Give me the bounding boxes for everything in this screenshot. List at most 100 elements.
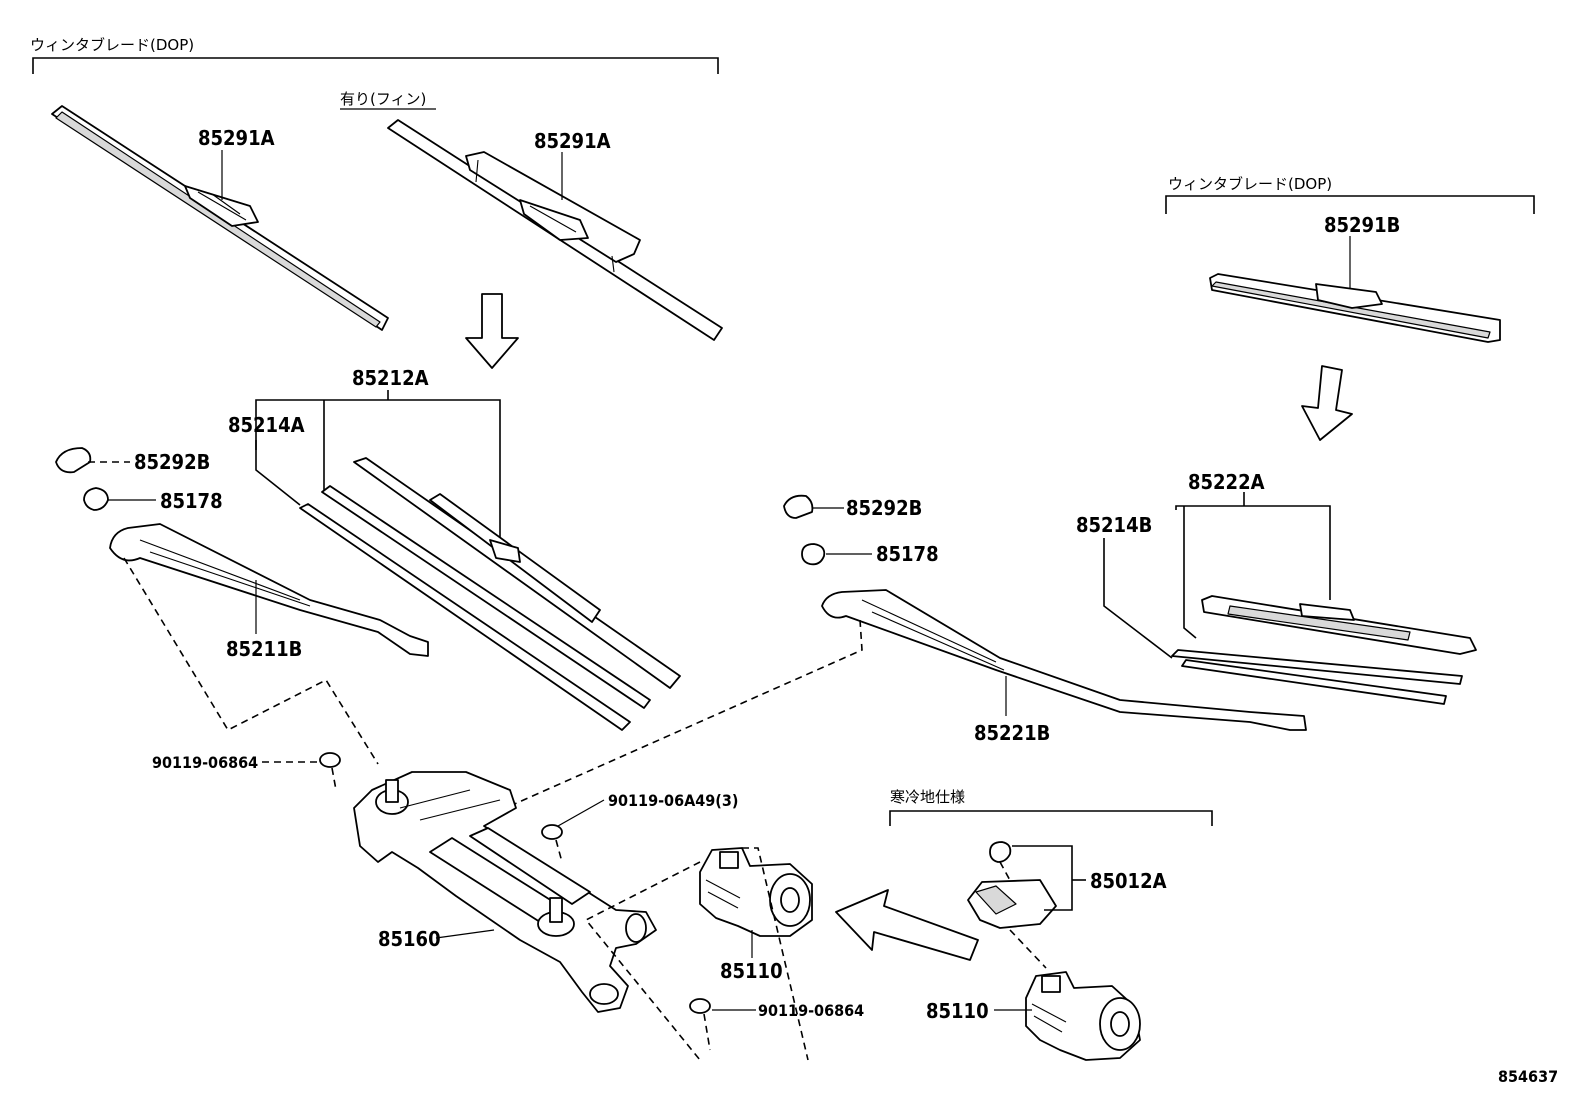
blade-85222A-cover xyxy=(1227,605,1411,641)
linkage-85160-grommet xyxy=(589,983,619,1005)
bolt-90119-06864-2 xyxy=(689,998,711,1051)
arm-85221B-detail xyxy=(861,599,1005,671)
refill-85214A xyxy=(299,485,651,731)
bolt-90119-06864-1-head xyxy=(319,752,341,768)
down-arrow-right xyxy=(1301,365,1353,441)
label-85212A: 85212A xyxy=(352,366,429,390)
arm-85211B-detail xyxy=(139,539,311,607)
winter-blade-dop-right-bracket xyxy=(1165,195,1535,214)
cold-climate-spec-header: 寒冷地仕様 xyxy=(890,788,965,806)
dashed-arm-right-to-linkage xyxy=(509,619,863,807)
winter-blade-right-clip xyxy=(1315,283,1383,309)
linkage-85160-detail xyxy=(399,789,501,821)
bolt-90119-06864-1 xyxy=(319,752,341,791)
label-85222A: 85222A xyxy=(1188,470,1265,494)
refill-85214B xyxy=(1171,649,1463,705)
label-85292B-2: 85292B xyxy=(846,496,922,520)
winter-blade-left-rubber xyxy=(55,111,381,328)
bracket-85012A xyxy=(1012,845,1073,911)
arm-85211B-body xyxy=(109,523,429,657)
bolt-90119-06A49-shank xyxy=(555,839,563,863)
fin-blade-detail xyxy=(475,159,615,273)
dashed-85012A-nut xyxy=(999,861,1013,885)
fin-blade-fin xyxy=(465,151,641,263)
blade-85212A-body xyxy=(353,457,681,689)
motor-85110-cold-detail xyxy=(1031,1003,1067,1033)
label-85160: 85160 xyxy=(378,927,441,951)
diagonal-arrow xyxy=(835,889,979,961)
leader-90119-06A49 xyxy=(557,799,605,827)
cover-85012A-vents xyxy=(975,885,1017,915)
figure-number: 854637 xyxy=(1498,1067,1558,1086)
linkage-85160-shaft-right xyxy=(549,897,563,923)
leader-85160 xyxy=(435,929,495,939)
bolt-90119-06864-2-head xyxy=(689,998,711,1014)
label-85110-1: 85110 xyxy=(720,959,783,983)
label-85292B-1: 85292B xyxy=(134,450,210,474)
nut-85178-right xyxy=(801,543,826,566)
refill-85214B-strip xyxy=(1171,649,1463,685)
winter-blade-dop-left-header: ウィンタブレード(DOP) xyxy=(30,36,194,54)
label-85178-1: 85178 xyxy=(160,489,223,513)
motor-85110-cold-hub xyxy=(1110,1011,1130,1037)
cold-climate-spec-bracket xyxy=(889,810,1213,826)
label-90119-06864-1: 90119-06864 xyxy=(152,753,258,772)
motor-85110-standard-hub xyxy=(780,887,800,913)
blade-85222A-clip xyxy=(1299,603,1355,621)
label-90119-06864-2: 90119-06864 xyxy=(758,1001,864,1020)
bracket-85212A xyxy=(255,399,501,540)
blade-85212A-clip xyxy=(489,539,521,563)
winter-blade-dop-left-bracket xyxy=(32,57,719,74)
bolt-90119-06864-2-shank xyxy=(703,1013,711,1051)
label-85291B: 85291B xyxy=(1324,213,1400,237)
with-fin-group: 有り(フィン) xyxy=(340,90,436,110)
winter-blade-left xyxy=(51,105,389,331)
blade-85212A xyxy=(353,457,681,689)
label-85291A-1: 85291A xyxy=(198,126,275,150)
refill-85214B-strip-2 xyxy=(1181,659,1447,705)
winter-blade-dop-left-group: ウィンタブレード(DOP) xyxy=(30,36,719,74)
cold-climate-spec-group: 寒冷地仕様 xyxy=(889,788,1213,826)
cap-85292B-right xyxy=(783,494,814,519)
label-85012A: 85012A xyxy=(1090,869,1167,893)
leader-85214A xyxy=(255,440,301,506)
dashed-motor-standard-left xyxy=(584,861,701,1061)
label-85214A: 85214A xyxy=(228,413,305,437)
label-85110-2: 85110 xyxy=(926,999,989,1023)
bracket-85222A xyxy=(1175,505,1331,600)
nut-85012A-small xyxy=(989,841,1012,863)
linkage-85160-mount xyxy=(625,913,647,943)
dashed-arm-left-to-linkage xyxy=(123,557,379,765)
linkage-85160-shaft-left xyxy=(385,779,399,803)
motor-85110-standard-detail xyxy=(705,879,741,909)
dashed-motor-standard-right xyxy=(742,847,809,1061)
winter-blade-right xyxy=(1209,273,1501,343)
dashed-85012A-to-motor xyxy=(1009,929,1047,969)
arm-85211B xyxy=(109,523,429,657)
label-85211B: 85211B xyxy=(226,637,302,661)
label-90119-06A49: 90119-06A49(3) xyxy=(608,791,738,810)
refill-85214A-strip xyxy=(299,503,631,731)
winter-blade-right-rubber xyxy=(1211,281,1491,339)
arm-85221B-body xyxy=(821,589,1307,731)
winter-blade-dop-right-header: ウィンタブレード(DOP) xyxy=(1168,175,1332,193)
bolt-90119-06A49 xyxy=(541,824,563,863)
winter-blade-dop-right-group: ウィンタブレード(DOP) xyxy=(1165,175,1535,214)
label-85214B: 85214B xyxy=(1076,513,1152,537)
nut-85012A xyxy=(989,841,1012,863)
arm-85221B xyxy=(821,589,1307,731)
motor-85110-standard-gear xyxy=(719,851,739,869)
cover-85012A xyxy=(967,879,1057,929)
bracket-85222A-inner xyxy=(1183,506,1197,639)
bracket-85212A-inner xyxy=(323,400,341,501)
fin-blade xyxy=(387,119,723,341)
label-85291A-2: 85291A xyxy=(534,129,611,153)
label-85221B: 85221B xyxy=(974,721,1050,745)
cap-85292B-left xyxy=(55,447,92,474)
bolt-90119-06864-1-shank xyxy=(331,767,337,791)
refill-85214A-strip-2 xyxy=(321,485,651,709)
motor-85110-cold-gear xyxy=(1041,975,1061,993)
nut-85178-left xyxy=(83,487,109,511)
with-fin-header: 有り(フィン) xyxy=(340,90,426,108)
